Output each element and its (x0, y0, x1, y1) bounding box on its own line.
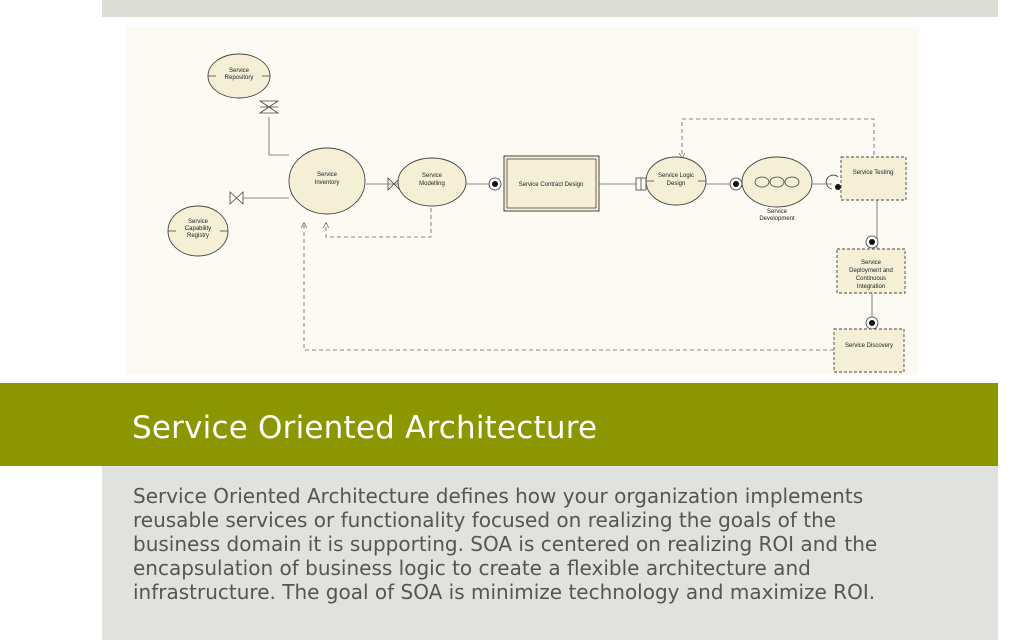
oval-icon (784, 176, 800, 188)
service-repository-node: Service Repository (207, 53, 271, 99)
service-deployment-label-1: Service (861, 260, 882, 266)
service-capability-registry-label-3: Registry (187, 233, 209, 239)
service-modelling-label-2: Modelling (419, 181, 445, 187)
service-development-label-2: Development (759, 216, 795, 222)
ball-connectors (488, 174, 879, 330)
service-deployment-label-2: Deployment and (849, 268, 893, 274)
oval-icon (754, 176, 770, 188)
discovery-inventory-dependency (304, 223, 834, 351)
service-modelling-node: Service Modelling (397, 157, 467, 207)
soa-diagram: Service Repository Service Capability Re… (126, 27, 919, 375)
service-development-label-1: Service (767, 209, 788, 215)
title-bar (0, 383, 998, 466)
service-modelling-label-1: Service (422, 173, 443, 179)
service-logic-design-label-1: Service Logic (658, 173, 694, 179)
oval-icon (769, 176, 785, 188)
service-inventory-label-1: Service (317, 172, 338, 178)
service-capability-registry-node: Service Capability Registry (167, 205, 229, 257)
repository-interface-icon (258, 100, 280, 114)
service-discovery-label: Service Discovery (845, 343, 893, 349)
service-repository-label-1: Service (229, 68, 250, 74)
service-inventory-node: Service Inventory (288, 147, 366, 215)
soa-diagram-svg: Service Repository Service Capability Re… (167, 53, 907, 373)
slide-title: Service Oriented Architecture (132, 410, 598, 446)
service-inventory-label-2: Inventory (315, 180, 340, 186)
service-contract-design-label: Service Contract Design (519, 182, 584, 188)
service-discovery-node: Service Discovery (833, 328, 905, 373)
service-logic-design-label-2: Design (667, 181, 686, 187)
service-logic-design-node: Service Logic Design (645, 156, 707, 206)
registry-interface-icon (229, 191, 244, 205)
service-capability-registry-label-1: Service (188, 219, 209, 225)
service-development-node: Service Development (741, 156, 813, 222)
service-testing-node: Service Testing (840, 156, 907, 201)
service-deployment-label-4: Integration (857, 284, 885, 290)
service-capability-registry-label-2: Capability (185, 226, 211, 232)
service-deployment-node: Service Deployment and Continuous Integr… (836, 248, 906, 294)
body-band (102, 466, 998, 640)
top-band (102, 0, 998, 17)
service-testing-label: Service Testing (853, 170, 894, 176)
service-repository-label-2: Repository (225, 75, 254, 81)
service-deployment-label-3: Continuous (856, 276, 886, 282)
repository-inventory-connector (268, 117, 289, 156)
body-text: Service Oriented Architecture defines ho… (133, 484, 878, 604)
modelling-inventory-dependency (326, 208, 432, 238)
testing-logic-dependency (682, 118, 875, 169)
service-contract-design-node: Service Contract Design (503, 155, 600, 212)
